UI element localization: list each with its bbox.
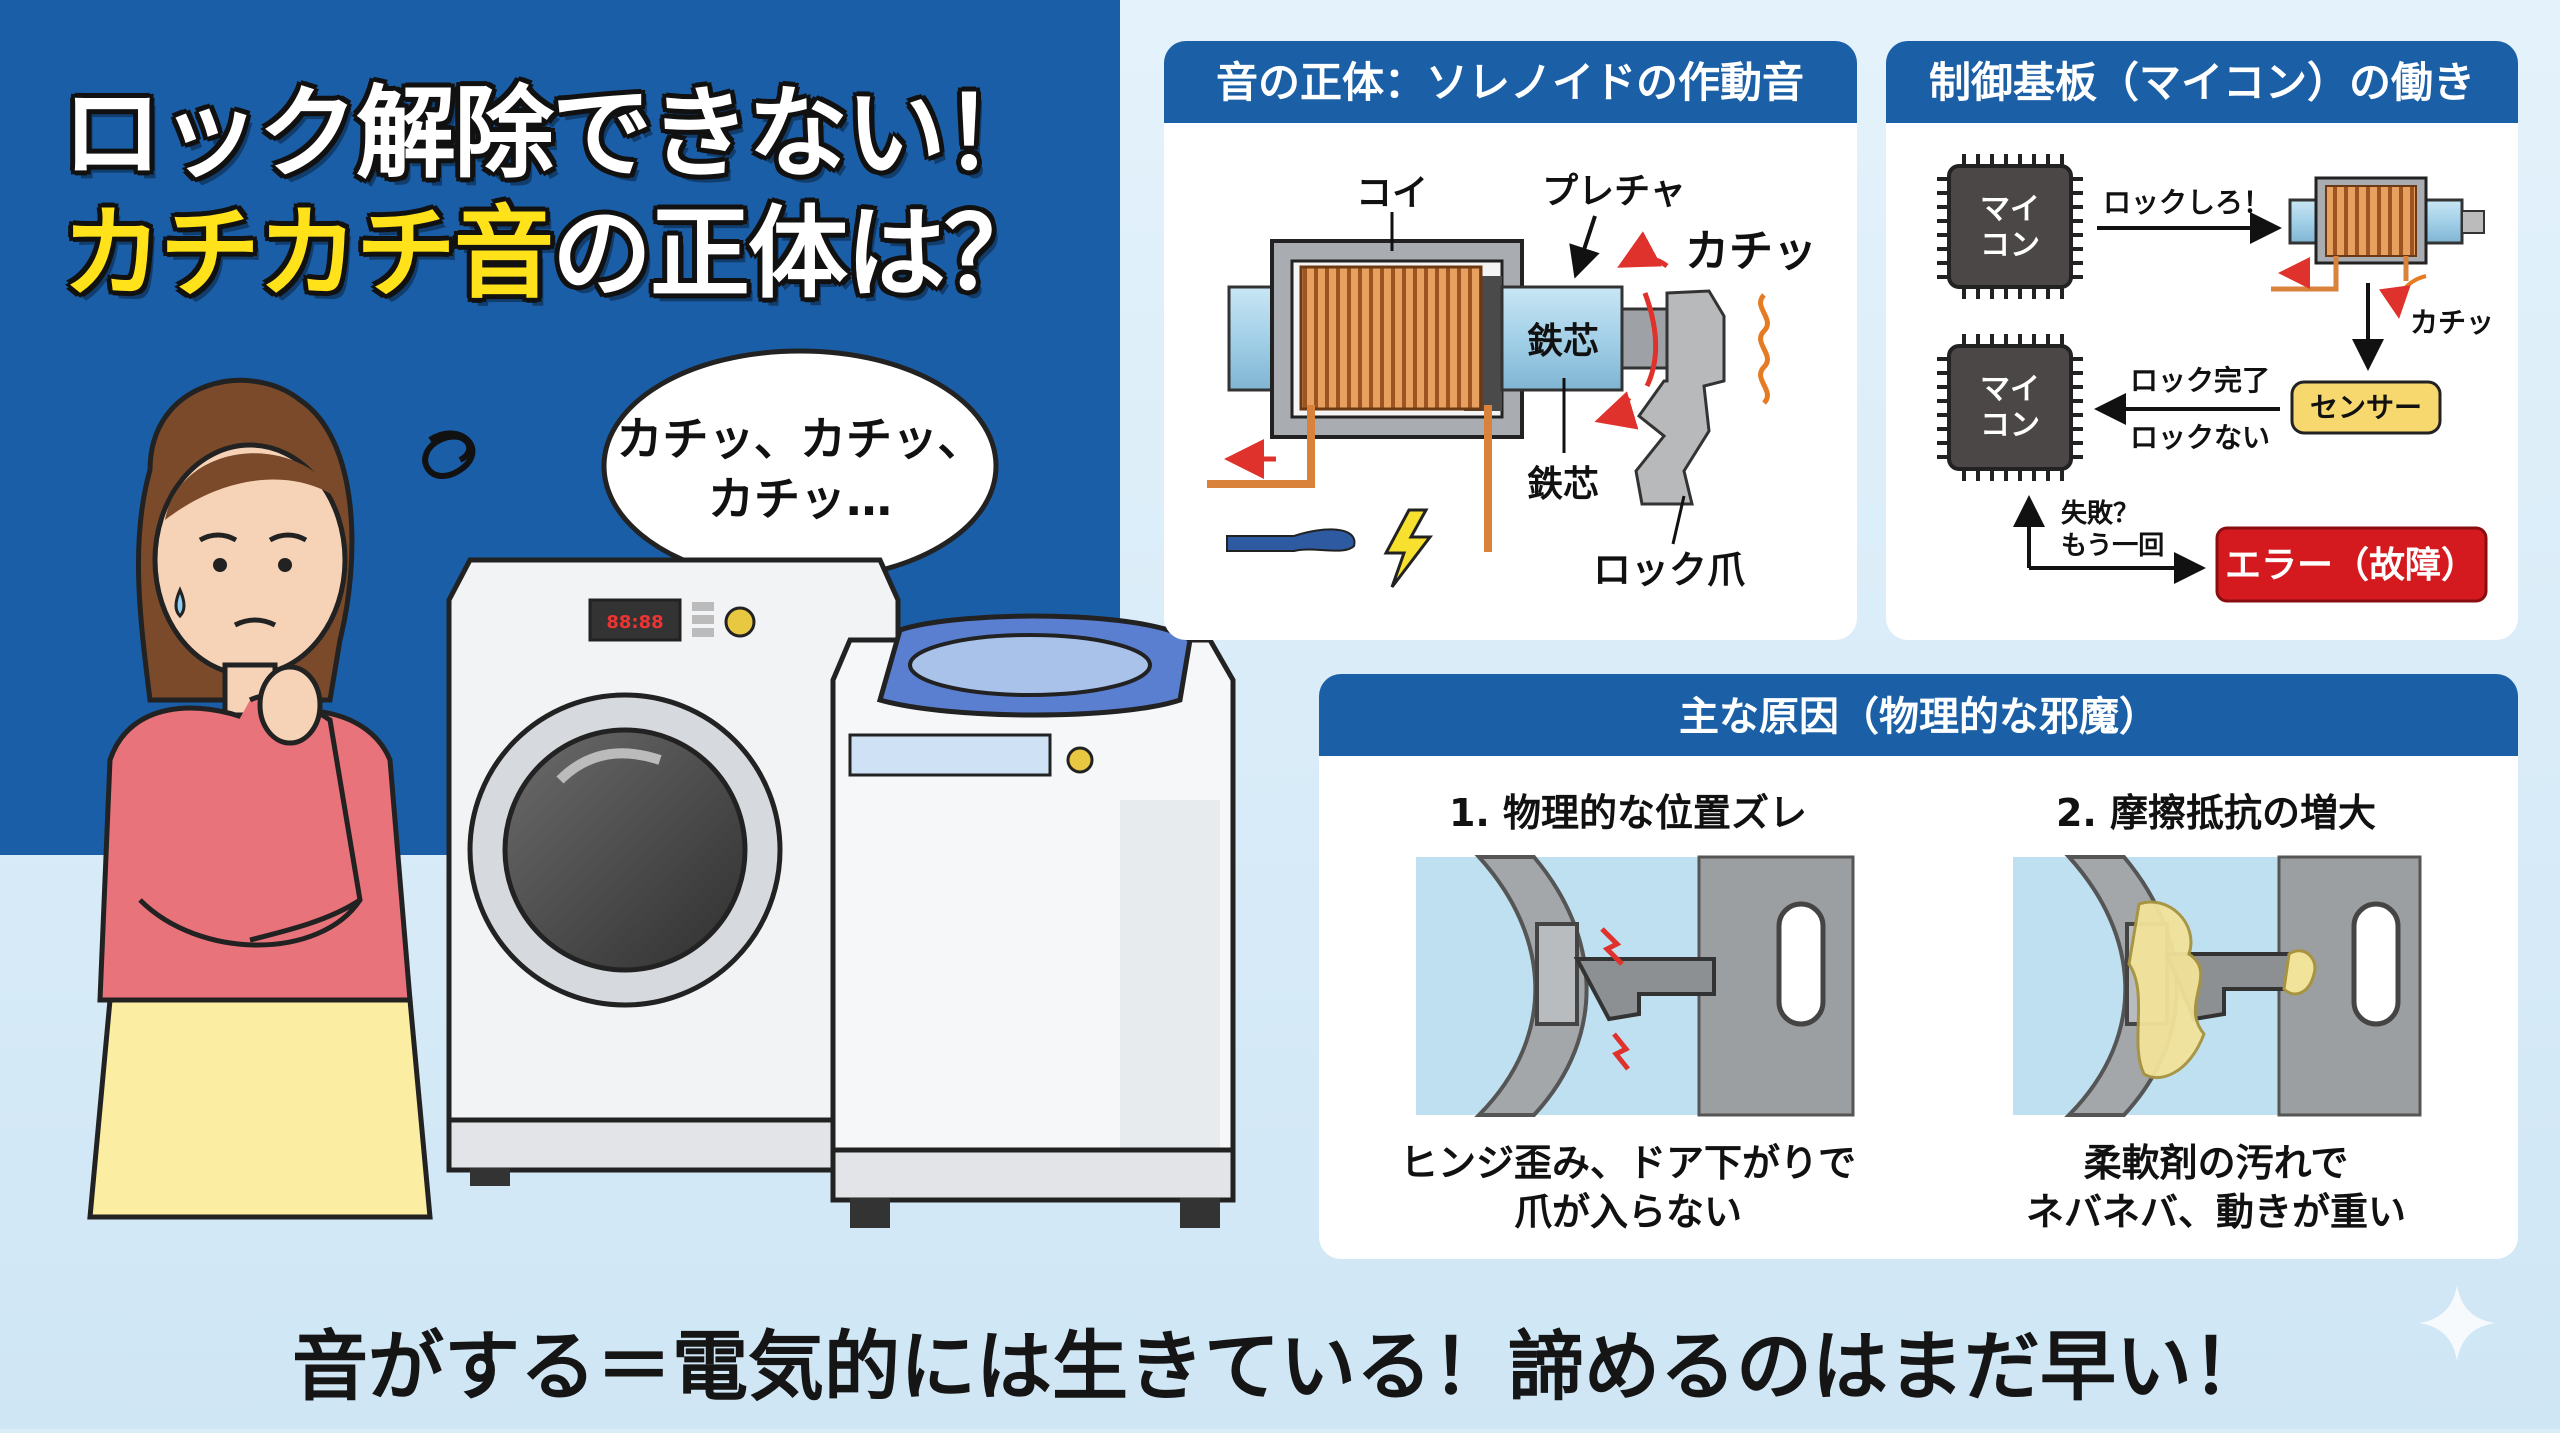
chip-label-1b: コン: [1980, 228, 2040, 263]
chip-label-1a: マイ: [1980, 192, 2040, 227]
sensor-label: センサー: [2310, 391, 2422, 424]
solenoid-panel-header: [1164, 41, 1857, 123]
headline-highlight: カチカチ音: [62, 195, 554, 312]
top-load-washer-illustration: [830, 613, 1236, 1228]
speech-line-1: カチッ、カチッ、: [616, 412, 983, 466]
control-board-panel: 制御基板（マイコン）の働き マイ コン マイ コン ロックしろ！: [1886, 41, 2518, 640]
core-outer-label: 鉄芯: [1527, 464, 1599, 505]
cause-2-caption-2: ネバネバ、動きが重い: [2026, 1190, 2406, 1234]
headline-line-1: ロック解除できない！: [62, 75, 1044, 192]
chip-label-2b: コン: [1980, 408, 2040, 443]
lock-done-label: ロック完了: [2130, 364, 2270, 397]
bottom-message: 音がする＝電気的には生きている！諦めるのはまだ早い！: [292, 1322, 2268, 1411]
solenoid-panel-title: 音の正体：ソレノイドの作動音: [1216, 58, 1804, 107]
cause-1-caption-1: ヒンジ歪み、ドア下がりで: [1400, 1141, 1856, 1185]
mini-solenoid-icon: [2271, 176, 2485, 319]
chip-label-2a: マイ: [1980, 372, 2040, 407]
cause-1-heading: 1. 物理的な位置ズレ: [1449, 791, 1807, 835]
front-load-washer-illustration: 88:88: [446, 557, 901, 1186]
retry-label-1: 失敗？: [2061, 498, 2139, 529]
worried-woman-illustration: [87, 378, 433, 1220]
cause-1-caption-2: 爪が入らない: [1514, 1190, 1742, 1234]
error-label: エラー（故障）: [2225, 545, 2477, 586]
microcontroller-chip-icon: マイ コン: [1937, 154, 2083, 299]
plunger-label: プレチャ: [1542, 171, 1686, 212]
sensor-box: [2290, 380, 2442, 435]
sparkle-icon: [2419, 1285, 2495, 1361]
solenoid-panel: 音の正体：ソレノイドの作動音 コイ プレチャ カチッ 鉄芯 鉄芯 ロック爪: [1164, 41, 1857, 640]
microcontroller-chip-icon: マイ コン: [1937, 334, 2083, 481]
coil-winding: [1299, 265, 1483, 411]
lock-claw: [1634, 289, 1726, 506]
sound-wave-icon: [1758, 293, 1770, 405]
cause-2-heading: 2. 摩擦抵抗の増大: [2056, 791, 2376, 835]
lock-claw-label: ロック爪: [1593, 548, 1745, 592]
friction-dirt-illustration: [2013, 855, 2422, 1117]
causes-panel: 主な原因（物理的な邪魔） 1. 物理的な位置ズレ ヒンジ歪み、ドア下がりで 爪が…: [1319, 674, 2518, 1259]
control-panel-title: 制御基板（マイコン）の働き: [1929, 58, 2475, 107]
svg-text:88:88: 88:88: [606, 612, 663, 633]
error-box: [2215, 526, 2488, 603]
command-label: ロックしろ！: [2103, 186, 2271, 219]
causes-panel-title: 主な原因（物理的な邪魔）: [1679, 694, 2159, 740]
causes-panel-header: [1319, 674, 2518, 756]
retry-label-2: もう一回: [2061, 531, 2164, 561]
wire-icon: [1226, 528, 1356, 552]
lightning-icon: [1383, 508, 1434, 588]
confusion-scribble-icon: [422, 430, 476, 479]
click-label-small: カチッ: [2410, 306, 2494, 339]
hinge-misalignment-illustration: [1416, 855, 1855, 1117]
speech-line-2: カチッ…: [708, 472, 892, 526]
speech-bubble: カチッ、カチッ、 カチッ…: [601, 348, 999, 687]
core-inner-label: 鉄芯: [1527, 321, 1599, 362]
control-panel-header: [1886, 41, 2518, 123]
headline-rest: の正体は？: [552, 195, 1044, 312]
coil-label: コイ: [1356, 173, 1428, 214]
lock-fail-label: ロックない: [2130, 421, 2270, 454]
cause-2-caption-1: 柔軟剤の汚れで: [2084, 1141, 2349, 1185]
headline-line-2: カチカチ音の正体は？: [62, 172, 1044, 317]
click-label: カチッ: [1685, 226, 1817, 277]
